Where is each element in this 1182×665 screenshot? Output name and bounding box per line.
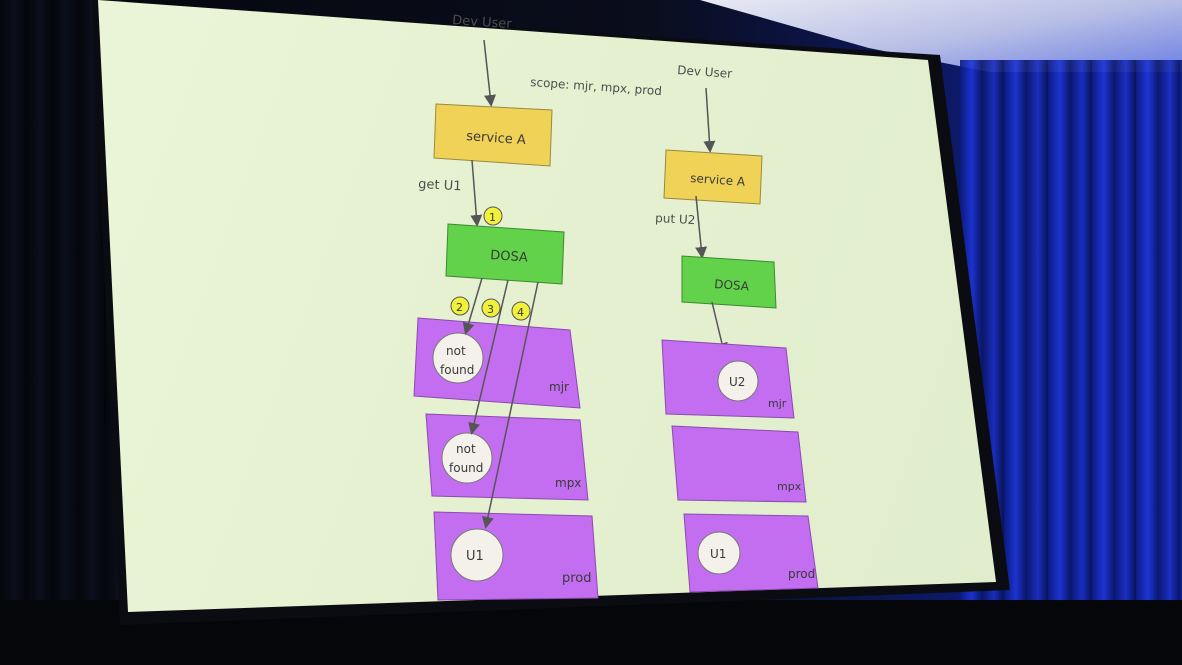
step-badge-2-label: 2 [456, 301, 463, 314]
right-service-label: service A [690, 171, 747, 189]
user-to-service-arrow [483, 39, 496, 107]
step-badge-4: 4 [511, 301, 531, 321]
left-dev-user-label: Dev User [452, 13, 513, 32]
step-badge-1-label: 1 [489, 211, 496, 224]
right-mjr-label: mjr [768, 397, 787, 410]
left-mjr-node-line1: not [446, 344, 466, 358]
dosa-to-prod-arrow [482, 281, 539, 529]
right-dosa-label: DOSA [714, 277, 750, 293]
left-mjr-label: mjr [549, 380, 569, 394]
right-diagram: Dev User service A put U2 DOSA U2 mjr mp… [655, 63, 819, 593]
step-badge-2: 2 [450, 296, 470, 316]
left-prod-node-label: U1 [466, 549, 484, 564]
left-mpx-node [441, 432, 493, 484]
right-dev-user-label: Dev User [677, 63, 733, 81]
right-mjr-node [717, 360, 759, 402]
left-mjr-node-line2: found [440, 363, 474, 377]
left-dosa-label: DOSA [490, 248, 529, 266]
left-dosa-box [445, 223, 565, 285]
left-diagram: Dev User scope: mjr, mpx, prod service A… [413, 13, 663, 601]
right-service-to-dosa-arrow [695, 195, 708, 259]
left-service-label: service A [466, 129, 527, 148]
dosa-to-mjr-arrow [462, 277, 483, 335]
step-badge-4-label: 4 [517, 306, 524, 319]
left-prod-node [450, 528, 504, 582]
left-prod-label: prod [562, 571, 592, 586]
right-user-to-service-arrow [703, 87, 716, 153]
right-prod-label: prod [788, 567, 815, 581]
left-mjr-node [432, 332, 484, 384]
right-prod-node-label: U1 [710, 547, 726, 561]
put-u2-label: put U2 [655, 211, 696, 227]
step-badge-3: 3 [481, 298, 501, 318]
right-dosa-box [681, 255, 777, 309]
left-service-box [433, 103, 553, 167]
left-mpx-node-line1: not [456, 442, 476, 456]
right-service-box [663, 149, 763, 205]
scope-label: scope: mjr, mpx, prod [530, 75, 663, 98]
service-to-dosa-arrow [470, 159, 483, 227]
right-cluster-mpx [671, 425, 807, 503]
dosa-to-mpx-arrow [468, 279, 509, 435]
right-mjr-node-label: U2 [729, 375, 745, 389]
right-prod-node [697, 531, 741, 575]
step-badge-3-label: 3 [487, 303, 494, 316]
right-mpx-label: mpx [777, 480, 802, 493]
left-mpx-label: mpx [555, 476, 581, 490]
left-mpx-node-line2: found [449, 461, 483, 475]
get-u1-label: get U1 [418, 177, 462, 194]
step-badge-1: 1 [483, 206, 503, 226]
